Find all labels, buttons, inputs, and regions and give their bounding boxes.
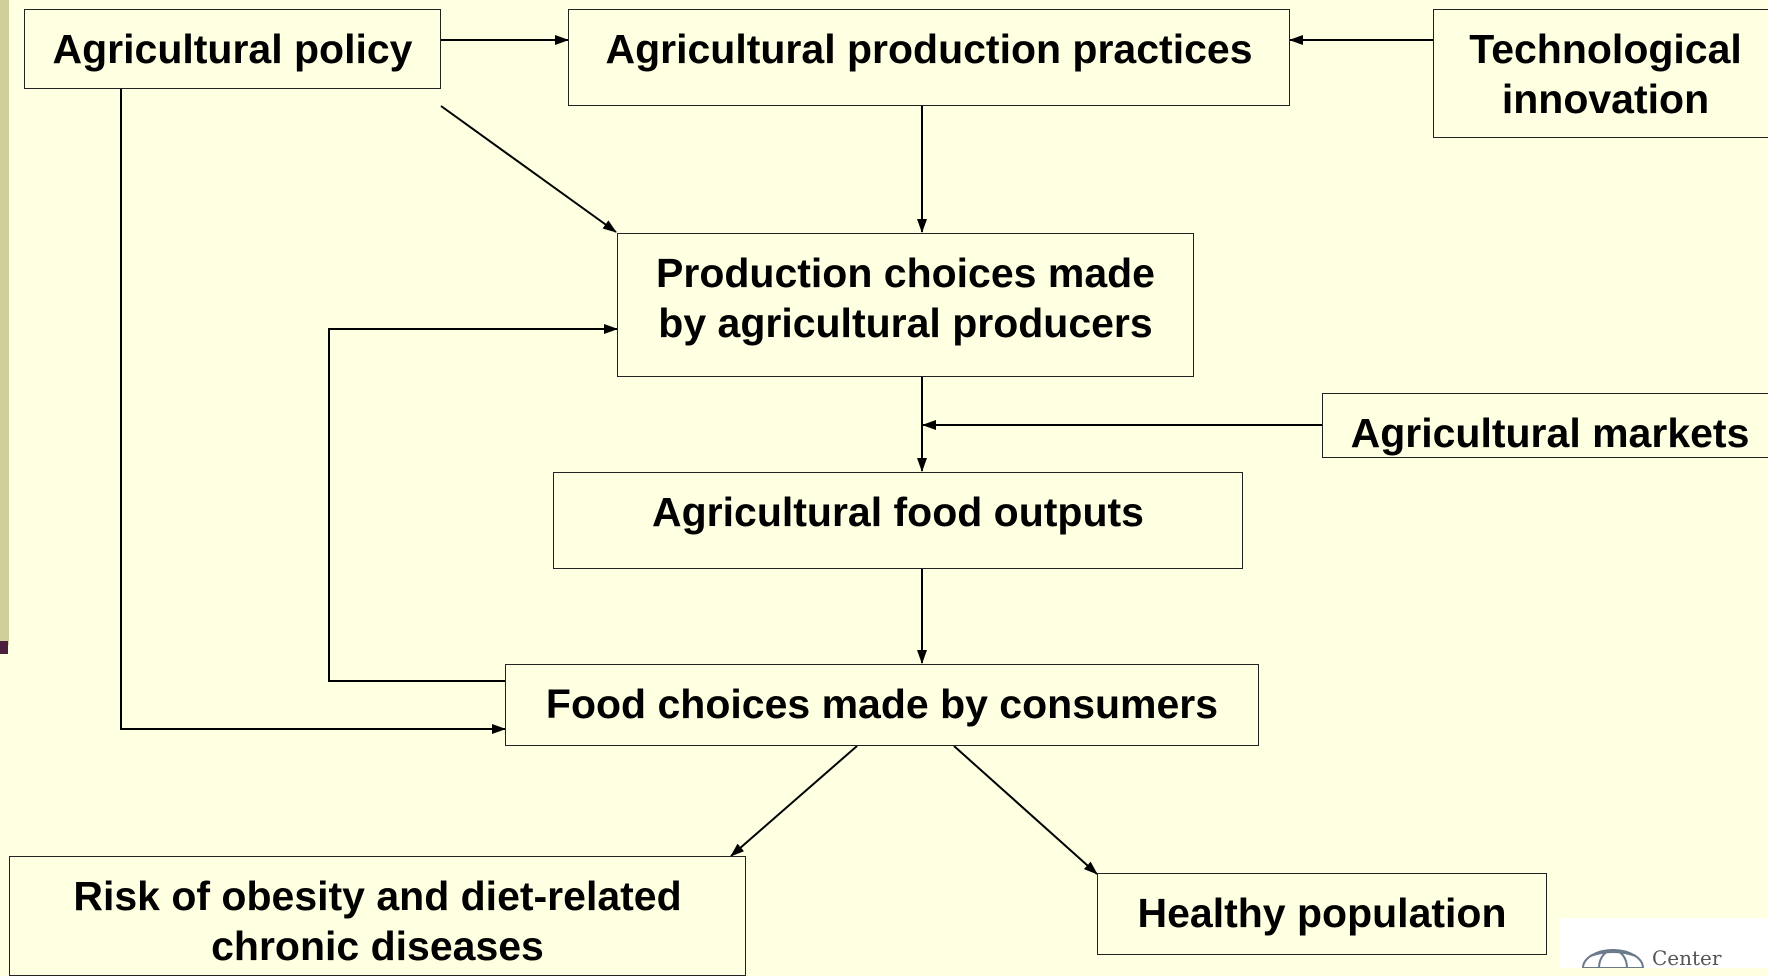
node-agricultural-food-outputs-label: Agricultural food outputs: [652, 489, 1144, 535]
slide-side-bar: [0, 0, 9, 645]
node-agricultural-policy-label: Agricultural policy: [52, 26, 413, 72]
node-agricultural-production-practices-label: Agricultural production practices: [605, 26, 1253, 72]
globe-logo-icon: [1582, 949, 1644, 968]
node-obesity-risk: Risk of obesity and diet-related chronic…: [9, 856, 746, 976]
slide-side-bar-accent: [0, 641, 8, 654]
node-consumer-food-choices: Food choices made by consumers: [505, 664, 1259, 746]
arrow-consumer-choices-to-obesity-risk: [730, 745, 858, 857]
node-agricultural-markets-label: Agricultural markets: [1350, 410, 1750, 456]
center-logo: Center: [1560, 918, 1768, 968]
node-agricultural-production-practices: Agricultural production practices: [568, 9, 1290, 106]
node-agricultural-food-outputs: Agricultural food outputs: [553, 472, 1243, 569]
node-healthy-population: Healthy population: [1097, 873, 1547, 955]
node-consumer-food-choices-label: Food choices made by consumers: [545, 681, 1219, 727]
arrow-consumer-choices-to-healthy-population: [953, 745, 1098, 875]
arrow-consumer-choices-feedback-to-production-choices: [328, 324, 618, 682]
arrow-policy-to-consumer-choices: [120, 89, 506, 734]
node-healthy-population-label: Healthy population: [1137, 890, 1507, 936]
node-obesity-risk-label: Risk of obesity and diet-related chronic…: [73, 873, 682, 969]
node-agricultural-policy: Agricultural policy: [24, 9, 441, 89]
node-agricultural-markets: Agricultural markets: [1322, 393, 1768, 458]
node-production-choices-label: Production choices made by agricultural …: [656, 250, 1155, 346]
node-technological-innovation-label: Technological innovation: [1469, 26, 1742, 122]
node-technological-innovation: Technological innovation: [1433, 9, 1768, 138]
arrow-policy-to-production-choices: [440, 105, 617, 233]
node-production-choices: Production choices made by agricultural …: [617, 233, 1194, 377]
logo-text: Center: [1652, 946, 1722, 968]
